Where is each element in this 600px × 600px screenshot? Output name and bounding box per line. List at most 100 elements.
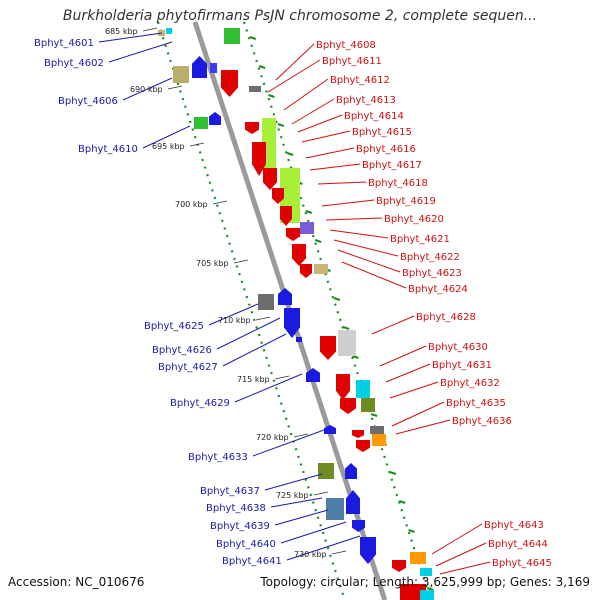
gene-leader-left	[234, 373, 303, 403]
gene-label-left[interactable]: Bphyt_4639	[210, 521, 270, 532]
gene-leader-right	[371, 315, 415, 335]
scale-leader	[233, 259, 249, 264]
gene-leader-left	[98, 32, 163, 43]
gene-label-right[interactable]: Bphyt_4645	[492, 558, 552, 569]
gene-box[interactable]	[420, 568, 432, 576]
gene-arrow-reverse[interactable]	[245, 122, 259, 134]
gene-arrow-reverse[interactable]	[286, 228, 300, 241]
gene-box[interactable]	[372, 434, 386, 446]
gene-label-left[interactable]: Bphyt_4641	[222, 556, 282, 567]
gene-box[interactable]	[318, 463, 334, 479]
gene-box[interactable]	[210, 63, 217, 73]
gene-box[interactable]	[410, 552, 426, 564]
gene-arrow-reverse[interactable]	[263, 168, 277, 190]
gene-arrow-reverse[interactable]	[300, 264, 312, 278]
gene-box[interactable]	[296, 337, 302, 342]
gene-leader-left	[270, 497, 323, 508]
gene-arrow-reverse[interactable]	[284, 308, 300, 338]
gene-label-right[interactable]: Bphyt_4615	[352, 127, 412, 138]
gene-label-right[interactable]: Bphyt_4620	[384, 214, 444, 225]
gene-arrow-reverse[interactable]	[352, 430, 364, 438]
gene-arrow-reverse[interactable]	[292, 244, 306, 266]
gene-label-right[interactable]: Bphyt_4632	[440, 378, 500, 389]
gene-label-right[interactable]: Bphyt_4612	[330, 75, 390, 86]
gene-arrow-forward[interactable]	[345, 463, 357, 479]
gene-arrow-reverse[interactable]	[356, 440, 370, 452]
gene-label-left[interactable]: Bphyt_4626	[152, 345, 212, 356]
gene-box[interactable]	[400, 584, 426, 600]
gene-box[interactable]	[194, 117, 208, 129]
gene-leader-left	[216, 317, 281, 350]
gene-box[interactable]	[173, 66, 189, 83]
gene-arrow-reverse[interactable]	[280, 206, 292, 226]
gene-label-left[interactable]: Bphyt_4637	[200, 486, 260, 497]
gene-label-left[interactable]: Bphyt_4606	[58, 96, 118, 107]
scale-leader	[212, 200, 228, 205]
gene-label-right[interactable]: Bphyt_4611	[322, 56, 382, 67]
gene-arrow-forward[interactable]	[306, 368, 320, 382]
gene-box[interactable]	[420, 590, 434, 600]
gene-label-right[interactable]: Bphyt_4624	[408, 284, 468, 295]
gene-label-left[interactable]: Bphyt_4629	[170, 398, 230, 409]
gene-box[interactable]	[326, 498, 344, 520]
gene-arrow-reverse[interactable]	[336, 374, 350, 400]
gene-box[interactable]	[361, 398, 375, 412]
gene-label-left[interactable]: Bphyt_4627	[158, 362, 218, 373]
ruler-tick	[398, 500, 406, 504]
gene-box[interactable]	[338, 330, 356, 356]
gene-box[interactable]	[224, 28, 240, 44]
gene-box[interactable]	[166, 28, 172, 34]
gene-label-right[interactable]: Bphyt_4631	[432, 360, 492, 371]
gene-arrow-forward[interactable]	[192, 56, 207, 78]
gene-label-right[interactable]: Bphyt_4630	[428, 342, 488, 353]
gene-arrow-forward[interactable]	[346, 490, 360, 514]
gene-arrow-reverse[interactable]	[352, 520, 365, 532]
gene-label-left[interactable]: Bphyt_4640	[216, 539, 276, 550]
gene-arrow-forward[interactable]	[209, 112, 221, 125]
gene-label-right[interactable]: Bphyt_4644	[488, 539, 548, 550]
gene-label-right[interactable]: Bphyt_4618	[368, 178, 428, 189]
gene-label-right[interactable]: Bphyt_4621	[390, 234, 450, 245]
gene-arrow-reverse[interactable]	[272, 188, 284, 204]
gene-label-right[interactable]: Bphyt_4643	[484, 520, 544, 531]
gene-label-right[interactable]: Bphyt_4616	[356, 144, 416, 155]
gene-label-right[interactable]: Bphyt_4636	[452, 416, 512, 427]
gene-label-right[interactable]: Bphyt_4622	[400, 252, 460, 263]
gene-label-right[interactable]: Bphyt_4617	[362, 160, 422, 171]
gene-leader-right	[379, 345, 427, 367]
gene-box[interactable]	[356, 380, 370, 398]
gene-label-right[interactable]: Bphyt_4623	[402, 268, 462, 279]
gene-box[interactable]	[258, 294, 274, 310]
gene-label-right[interactable]: Bphyt_4628	[416, 312, 476, 323]
gene-label-right[interactable]: Bphyt_4619	[376, 196, 436, 207]
gene-label-left[interactable]: Bphyt_4602	[44, 58, 104, 69]
gene-label-right[interactable]: Bphyt_4614	[344, 111, 404, 122]
gene-arrow-forward[interactable]	[278, 288, 292, 305]
gene-label-left[interactable]: Bphyt_4601	[34, 38, 94, 49]
gene-box[interactable]	[314, 264, 328, 274]
gene-arrow-forward[interactable]	[324, 425, 336, 434]
ruler-tick	[408, 529, 415, 533]
gene-box[interactable]	[370, 426, 384, 434]
gene-box[interactable]	[300, 222, 314, 234]
gene-label-left[interactable]: Bphyt_4638	[206, 503, 266, 514]
gene-label-right[interactable]: Bphyt_4613	[336, 95, 396, 106]
gene-label-left[interactable]: Bphyt_4633	[188, 452, 248, 463]
gene-arrow-reverse[interactable]	[360, 537, 376, 564]
scale-label: 690 kbp	[130, 85, 163, 94]
ruler-tick	[426, 587, 434, 591]
gene-leader-left	[286, 535, 361, 561]
gene-label-right[interactable]: Bphyt_4608	[316, 40, 376, 51]
gene-box[interactable]	[249, 86, 261, 92]
gene-arrow-reverse[interactable]	[392, 560, 406, 572]
gene-arrow-reverse[interactable]	[340, 398, 356, 414]
gene-feature-layer	[158, 28, 434, 600]
gene-arrow-reverse[interactable]	[320, 336, 336, 360]
gene-leader-right	[337, 249, 401, 273]
gene-label-right[interactable]: Bphyt_4635	[446, 398, 506, 409]
gene-arrow-reverse[interactable]	[252, 142, 266, 176]
gene-label-left[interactable]: Bphyt_4625	[144, 321, 204, 332]
gene-label-left[interactable]: Bphyt_4610	[78, 144, 138, 155]
gene-arrow-reverse[interactable]	[221, 70, 238, 97]
